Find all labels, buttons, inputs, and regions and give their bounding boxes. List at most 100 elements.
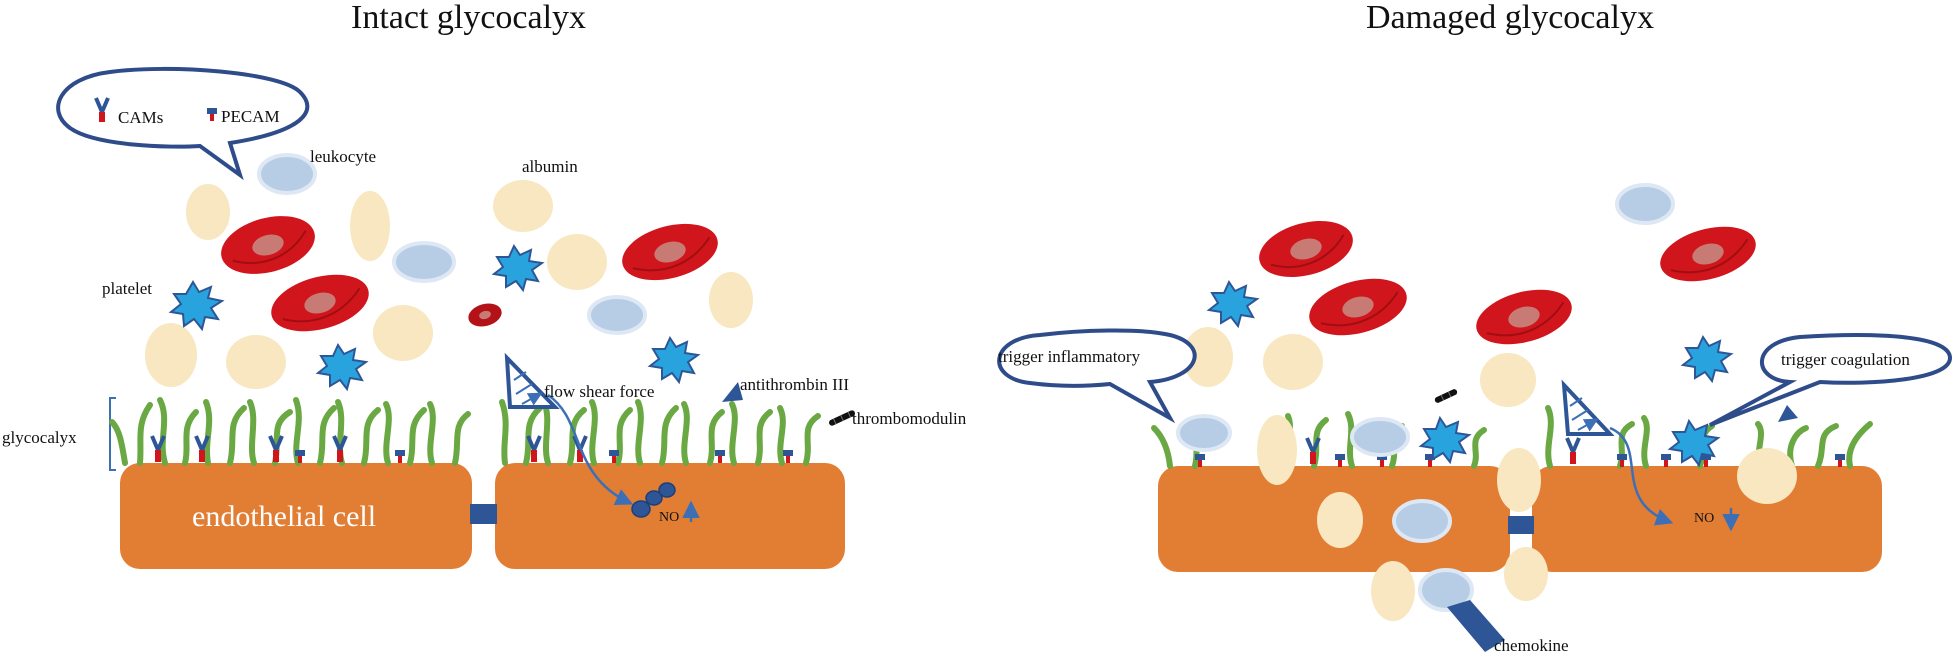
pecam-icon [295,450,305,463]
cell-junction [470,504,497,524]
nitric-oxide-icon [631,482,676,518]
platelets-damaged [1206,279,1734,468]
platelets-intact [168,243,701,392]
no-label-intact: NO [659,510,680,525]
shear-arrow [1609,426,1674,526]
endothelial-cell-left [120,463,472,569]
cam-receptor-icon [1305,437,1321,464]
pecam-icon [1335,454,1345,467]
cam-receptor-icon [94,97,110,122]
cell-junction [1508,516,1534,534]
platelet-icon [315,342,369,392]
no-label-damaged: NO [1694,511,1715,526]
platelet-icon [1667,418,1721,468]
rbc-damaged [1259,220,1756,345]
albumin-icon [1504,547,1548,601]
cam-receptor-icon [572,435,588,462]
callout-inflammatory [997,328,1197,424]
albumin-icon [1257,415,1297,485]
pecam-icon [1701,454,1711,467]
leukocyte-icon [1176,414,1232,452]
leukocyte-icon [392,241,456,283]
albumin-icon [1317,492,1363,548]
leukocytes-intact [257,153,647,335]
intact-panel [56,66,855,569]
thrombomodulin-icon [1434,389,1458,403]
platelet-icon [647,335,701,385]
panel-title-intact: Intact glycocalyx [351,0,587,36]
shear-force-icon [504,352,560,409]
rbc-intact [221,216,718,332]
glycocalyx-layer-right [499,399,821,466]
platelet-icon [1206,279,1260,329]
pecam-icon [1661,454,1671,467]
glycocalyx-bracket [109,397,116,471]
pecam-icon [783,450,793,463]
red-blood-cell-icon [271,274,369,332]
pecam-icon [1195,454,1205,467]
platelet-icon [168,280,225,332]
chemokine-label: chemokine [1494,636,1569,655]
chemokine-arrow [1447,600,1505,652]
shear-force-icon [1561,379,1615,436]
red-blood-cell-icon [221,216,315,274]
albumin-icon [493,180,553,232]
thrombomodulin-label: thrombomodulin [852,409,967,428]
pecam-icon [207,108,217,121]
red-blood-cell-icon [1476,289,1572,345]
pecam-icon [395,450,405,463]
leukocyte-icon [1418,568,1474,612]
cam-receptor-icon [1565,437,1581,464]
endothelial-cell-right [495,463,845,569]
leukocyte-icon [587,295,647,335]
albumin-label: albumin [522,157,578,176]
pecam-label: PECAM [221,107,280,126]
trigger-inflammatory-label: trigger inflammatory [998,347,1141,366]
antithrombin-icon [1778,405,1798,422]
cam-receptor-icon [194,435,210,462]
platelet-icon [491,243,545,293]
leukocyte-icon [257,153,317,195]
platelet-label: platelet [102,279,153,298]
albumin-icon [1480,353,1536,407]
damaged-panel [997,183,1953,652]
leukocyte-icon [1350,417,1410,457]
albumin-icon [1737,448,1797,504]
antithrombin-icon [722,382,743,402]
pecam-icon [1377,454,1387,467]
red-blood-cell-icon [1660,226,1756,282]
platelet-icon [1680,334,1734,384]
endothelial-cell-right [1532,466,1882,572]
red-blood-cell-icon [468,303,502,327]
callout-coagulation [1709,333,1953,427]
albumin-icon [226,335,286,389]
albumin-icon [186,184,230,240]
trigger-coagulation-label: trigger coagulation [1781,350,1910,369]
albumin-icon [1263,334,1323,390]
red-blood-cell-icon [1309,278,1407,336]
albumin-icon [145,323,197,387]
leukocyte-icon [1392,499,1452,543]
leukocytes-damaged [1176,183,1675,612]
cams-label: CAMs [118,108,164,127]
glycocalyx-label: glycocalyx [2,428,77,447]
thrombomodulin-icon [829,410,855,426]
albumins-damaged [1183,327,1797,621]
pecam-icon [1835,454,1845,467]
pecam-icon [1425,454,1435,467]
albumin-icon [1497,448,1541,512]
albumin-icon [350,191,390,261]
albumin-icon [547,234,607,290]
albumin-icon [1371,561,1415,621]
shear-force-label: flow shear force [544,382,655,401]
leukocyte-label: leukocyte [310,147,377,166]
albumin-icon [373,305,433,361]
cam-receptor-icon [150,435,166,462]
shear-arrow [547,393,634,505]
leukocyte-icon [1615,183,1675,225]
legend-bubble [56,66,310,181]
red-blood-cell-icon [1259,220,1353,278]
endothelial-cell-label: endothelial cell [192,500,377,533]
antithrombin-label: antithrombin III [740,375,850,394]
